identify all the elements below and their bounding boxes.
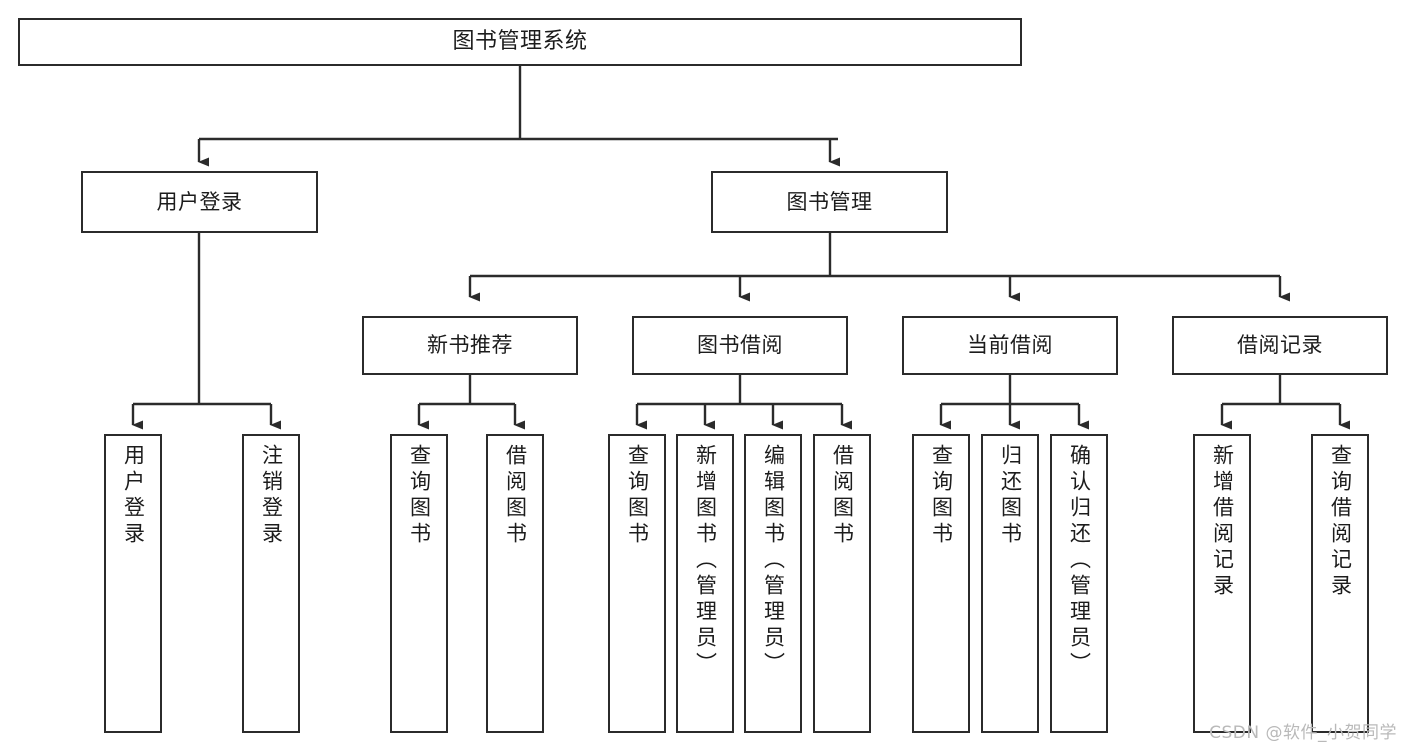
node-label: 编辑图书（管理员） [761, 444, 786, 678]
node-borrow-record[interactable]: 借阅记录 [1172, 316, 1388, 375]
node-label: 新增借阅记录 [1210, 444, 1235, 600]
node-label: 当前借阅 [967, 333, 1053, 358]
leaf-add-book-admin[interactable]: 新增图书（管理员） [676, 434, 734, 733]
node-book-management[interactable]: 图书管理 [711, 171, 948, 233]
node-current-borrow[interactable]: 当前借阅 [902, 316, 1118, 375]
node-label: 注销登录 [259, 444, 284, 548]
leaf-confirm-return-admin[interactable]: 确认归还（管理员） [1050, 434, 1108, 733]
leaf-borrow-book-recommend[interactable]: 借阅图书 [486, 434, 544, 733]
node-label: 用户登录 [156, 189, 243, 214]
node-label: 用户登录 [121, 444, 146, 548]
node-label: 图书借阅 [697, 333, 783, 358]
node-label: 借阅图书 [830, 444, 855, 548]
leaf-query-borrow-record[interactable]: 查询借阅记录 [1311, 434, 1369, 733]
leaf-edit-book-admin[interactable]: 编辑图书（管理员） [744, 434, 802, 733]
node-label: 归还图书 [998, 444, 1023, 548]
leaf-logout-login[interactable]: 注销登录 [242, 434, 300, 733]
node-label: 新增图书（管理员） [693, 444, 718, 678]
leaf-query-book-borrow[interactable]: 查询图书 [608, 434, 666, 733]
node-label: 查询借阅记录 [1328, 444, 1353, 600]
node-label: 新书推荐 [427, 333, 513, 358]
node-label: 图书管理系统 [452, 29, 588, 55]
node-label: 借阅图书 [503, 444, 528, 548]
node-new-book-recommend[interactable]: 新书推荐 [362, 316, 578, 375]
node-label: 查询图书 [929, 444, 954, 548]
leaf-add-borrow-record[interactable]: 新增借阅记录 [1193, 434, 1251, 733]
node-label: 借阅记录 [1237, 333, 1323, 358]
leaf-return-book[interactable]: 归还图书 [981, 434, 1039, 733]
csdn-watermark: CSDN @软件_小贺同学 [1209, 723, 1397, 743]
node-label: 查询图书 [407, 444, 432, 548]
leaf-query-book-recommend[interactable]: 查询图书 [390, 434, 448, 733]
node-user-login[interactable]: 用户登录 [81, 171, 318, 233]
node-label: 查询图书 [625, 444, 650, 548]
node-root-system[interactable]: 图书管理系统 [18, 18, 1022, 66]
node-label: 图书管理 [786, 189, 873, 214]
node-label: 确认归还（管理员） [1067, 444, 1092, 678]
leaf-user-login[interactable]: 用户登录 [104, 434, 162, 733]
leaf-query-book-current[interactable]: 查询图书 [912, 434, 970, 733]
leaf-borrow-book[interactable]: 借阅图书 [813, 434, 871, 733]
node-book-borrow[interactable]: 图书借阅 [632, 316, 848, 375]
